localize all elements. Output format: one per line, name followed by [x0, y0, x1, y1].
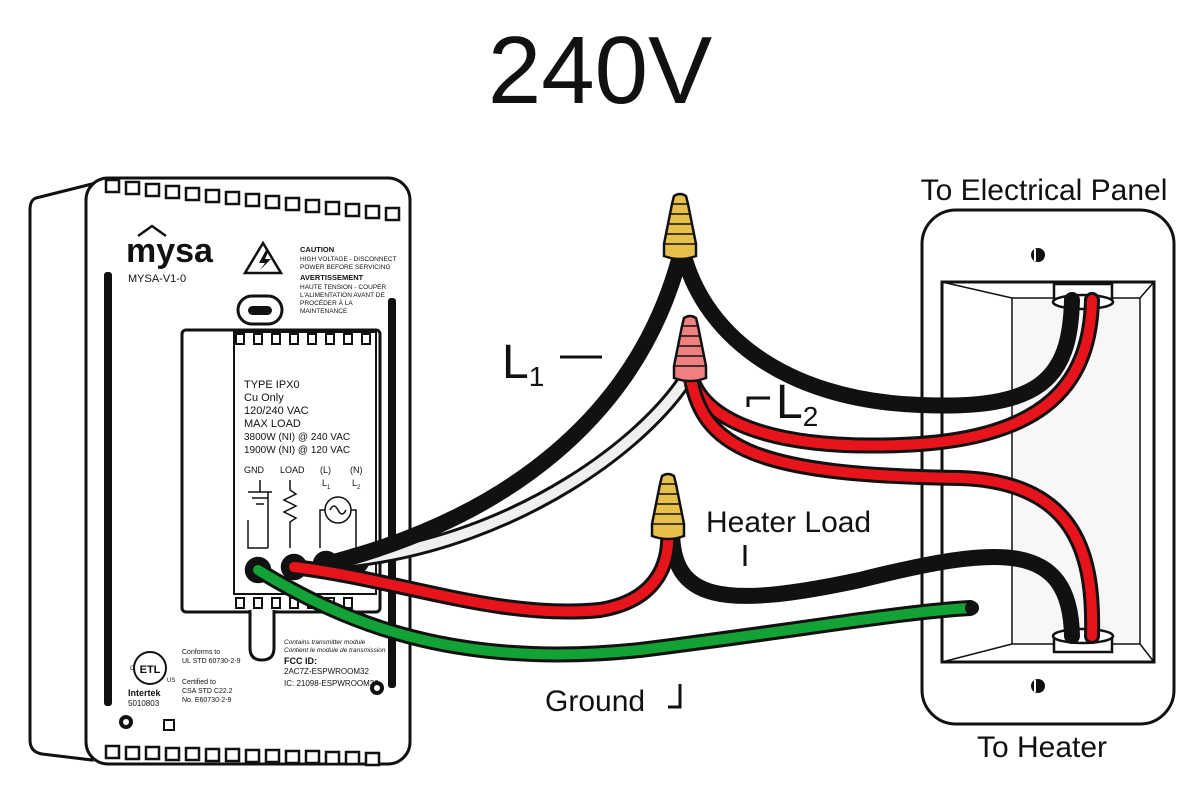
terminal-label-l2: L	[352, 478, 357, 488]
svg-text:120/240 VAC: 120/240 VAC	[244, 405, 309, 417]
bottom-latch	[248, 610, 276, 662]
svg-text:FCC ID:: FCC ID:	[284, 656, 317, 666]
svg-text:L2: L2	[776, 376, 818, 432]
svg-text:No. E60730-2-9: No. E60730-2-9	[182, 697, 232, 704]
svg-text:3800W (NI) @ 240 VAC: 3800W (NI) @ 240 VAC	[244, 432, 350, 443]
black-wire-heater-load	[664, 522, 1080, 644]
mysa-thermostat: mysa MYSA-V1-0 CAUTION HIGH VOLTAGE - DI…	[28, 176, 412, 767]
svg-text:Contient le module de transmis: Contient le module de transmission	[284, 647, 386, 654]
terminal-label-load: LOAD	[280, 465, 305, 475]
ground-symbol-icon	[247, 480, 272, 549]
svg-text:Contains transmitter module: Contains transmitter module	[284, 639, 366, 646]
label-ground: Ground	[545, 685, 645, 718]
ground-pointer-line	[668, 684, 682, 709]
model-number: MYSA-V1-0	[128, 273, 186, 285]
svg-text:PROCÉDER À LA: PROCÉDER À LA	[300, 298, 353, 307]
wire-nut-l2-icon	[672, 314, 708, 383]
electrical-box	[920, 208, 1176, 726]
label-to-electrical-panel: To Electrical Panel	[921, 174, 1168, 207]
svg-text:L1: L1	[502, 336, 544, 392]
terminal-label-l2-sub: 2	[357, 485, 361, 491]
svg-text:CAUTION: CAUTION	[300, 245, 334, 254]
label-l1: L	[502, 336, 529, 389]
brand-logo: mysa	[126, 232, 214, 270]
bottom-notches	[104, 744, 381, 767]
etl-mark-icon	[133, 651, 167, 685]
wire-nut-l1-icon	[662, 192, 698, 261]
svg-text:CSA STD C22.2: CSA STD C22.2	[182, 688, 233, 695]
ac-source-icon	[319, 496, 357, 548]
svg-text:AVERTISSEMENT: AVERTISSEMENT	[300, 273, 364, 282]
left-slot	[104, 272, 112, 706]
svg-text:Cu Only: Cu Only	[244, 392, 284, 404]
svg-text:HIGH VOLTAGE - DISCONNECT: HIGH VOLTAGE - DISCONNECT	[300, 256, 397, 263]
top-notches	[104, 178, 401, 222]
svg-text:5010803: 5010803	[128, 699, 160, 708]
svg-text:HAUTE TENSION - COUPER: HAUTE TENSION - COUPER	[300, 284, 387, 291]
svg-text:MAX LOAD: MAX LOAD	[244, 418, 301, 430]
svg-text:POWER BEFORE SERVICING: POWER BEFORE SERVICING	[300, 264, 391, 271]
svg-text:L1: L1	[322, 478, 331, 491]
mysa-logo-roof-icon	[137, 224, 167, 238]
svg-text:2AC7Z-ESPWROOM32: 2AC7Z-ESPWROOM32	[284, 667, 369, 676]
spec-text: TYPE IPX0 Cu Only 120/240 VAC MAX LOAD 3…	[244, 379, 350, 456]
load-resistor-icon	[282, 480, 298, 548]
label-l2: L	[776, 376, 803, 429]
svg-text:US: US	[167, 678, 175, 684]
box-screw-bottom	[1031, 679, 1045, 693]
svg-text:Conforms to: Conforms to	[182, 649, 220, 656]
l2-pointer-line	[746, 396, 770, 407]
fcc-info: Contains transmitter module Contient le …	[284, 639, 386, 688]
black-wire-l1-device	[318, 240, 690, 572]
svg-text:L2: L2	[352, 478, 361, 491]
terminal-label-n-top: (N)	[350, 465, 363, 475]
svg-text:UL STD 60730-2-9: UL STD 60730-2-9	[182, 658, 241, 665]
label-heater-load: Heater Load	[706, 506, 871, 539]
black-wire-l1-panel	[674, 240, 1080, 414]
svg-text:Intertek: Intertek	[128, 688, 162, 698]
wires	[250, 240, 1101, 663]
mounting-screws	[119, 681, 384, 731]
page-title: 240V	[488, 17, 712, 124]
terminal-label-l1-sub: 1	[327, 485, 331, 491]
svg-text:ETL: ETL	[140, 664, 161, 676]
terminal-label-l-top: (L)	[320, 465, 331, 475]
device-side-edge	[28, 182, 94, 762]
terminal-label-l1: L	[322, 478, 327, 488]
terminal-label-gnd: GND	[244, 465, 265, 475]
svg-text:IC: 21098-ESPWROOM32: IC: 21098-ESPWROOM32	[284, 679, 379, 688]
box-screw-top	[1031, 248, 1045, 262]
svg-text:Certified to: Certified to	[182, 679, 216, 686]
terminal-top-teeth	[235, 333, 371, 345]
wire-nut-load-icon	[650, 472, 686, 541]
svg-text:MAINTENANCE: MAINTENANCE	[300, 308, 348, 315]
label-l2-sub: 2	[803, 401, 819, 432]
label-l1-sub: 1	[529, 361, 545, 392]
svg-text:1900W (NI) @ 120 VAC: 1900W (NI) @ 120 VAC	[244, 445, 350, 456]
caution-text: CAUTION HIGH VOLTAGE - DISCONNECT POWER …	[300, 245, 397, 315]
svg-text:L'ALIMENTATION AVANT DE: L'ALIMENTATION AVANT DE	[300, 292, 385, 299]
svg-text:TYPE IPX0: TYPE IPX0	[244, 379, 300, 391]
label-to-heater: To Heater	[977, 731, 1107, 764]
svg-text:C: C	[130, 666, 135, 672]
certification-marks: ETL C US Intertek 5010803 Conforms to UL…	[128, 649, 241, 708]
